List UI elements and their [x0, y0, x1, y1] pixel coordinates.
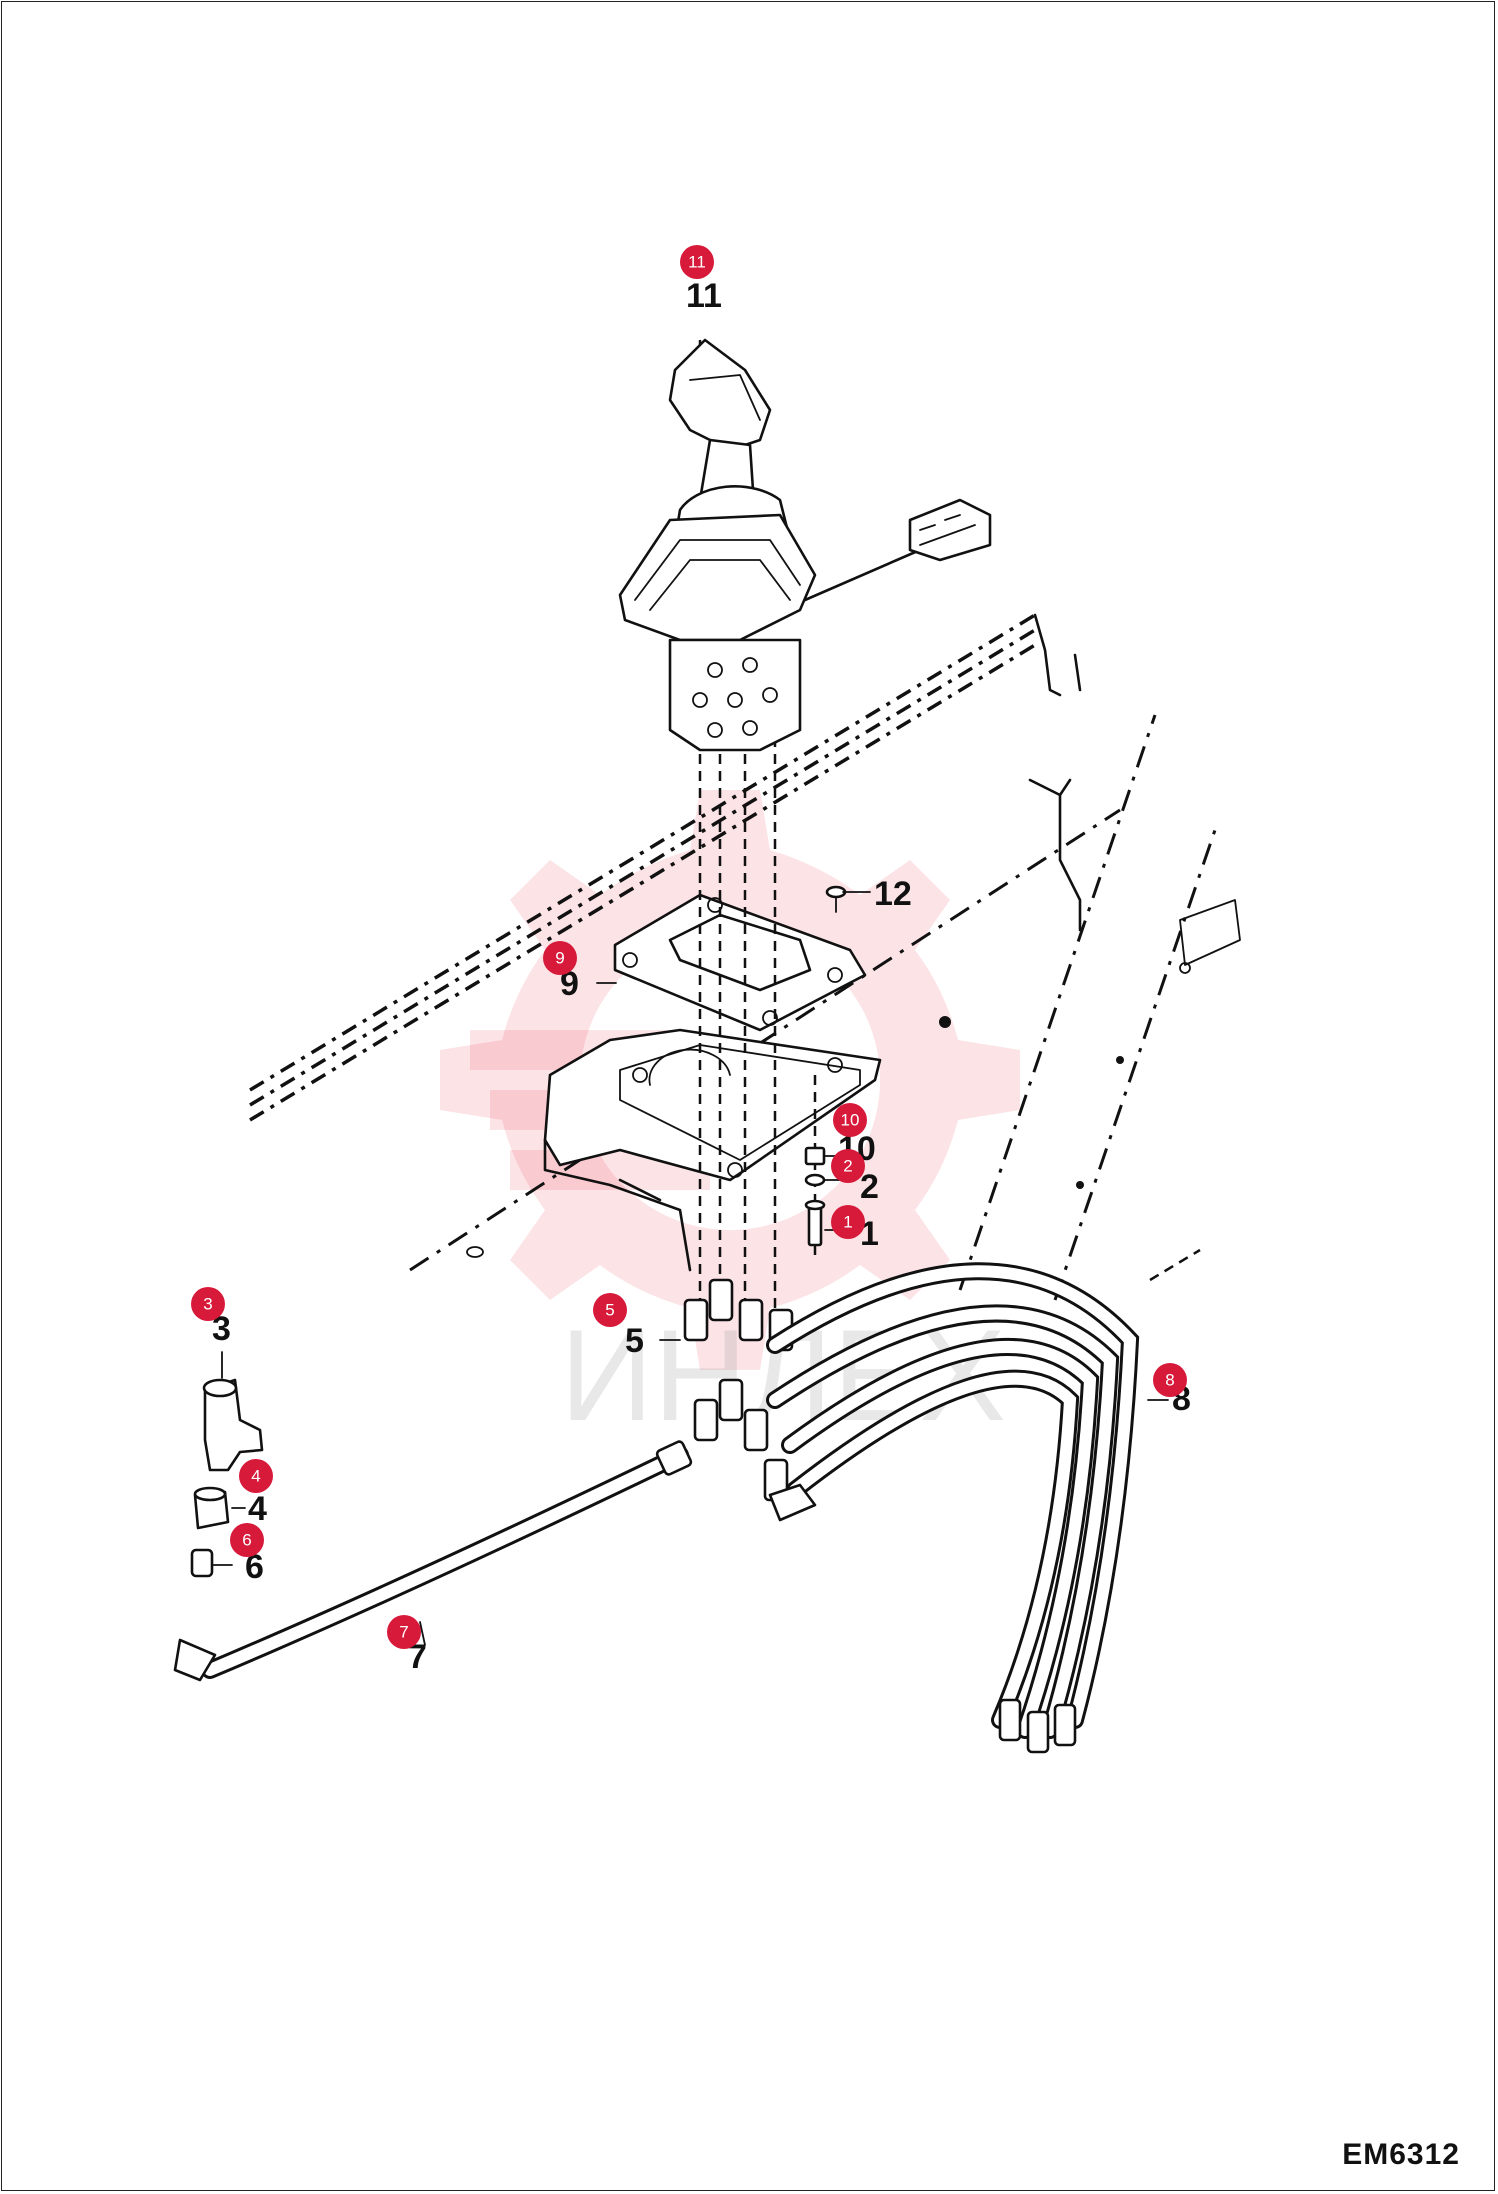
bolt-stack — [804, 1075, 826, 1260]
svg-text:3: 3 — [203, 1295, 212, 1314]
callout-11[interactable]: 11 — [680, 245, 714, 279]
callout-4[interactable]: 4 — [239, 1459, 273, 1493]
tee-fitting-3 — [202, 1378, 264, 1472]
cab-frame-outline — [249, 613, 1241, 1301]
callout-10[interactable]: 10 — [833, 1103, 867, 1137]
hose-7 — [173, 1440, 693, 1682]
svg-text:5: 5 — [605, 1301, 614, 1320]
part-label-3: 3 — [212, 1310, 231, 1348]
svg-text:11: 11 — [688, 253, 706, 272]
drawing-code: EM6312 — [1342, 2138, 1460, 2171]
svg-text:6: 6 — [242, 1531, 251, 1550]
svg-text:8: 8 — [1165, 1371, 1174, 1390]
svg-text:7: 7 — [399, 1623, 408, 1642]
nut-4 — [193, 1486, 230, 1530]
part-label-2: 2 — [860, 1168, 879, 1206]
part-label-11: 11 — [686, 277, 722, 315]
callout-8[interactable]: 8 — [1153, 1363, 1187, 1397]
part-label-12: 12 — [874, 875, 912, 913]
svg-text:1: 1 — [843, 1213, 852, 1232]
callout-7[interactable]: 7 — [387, 1615, 421, 1649]
part-label-9: 9 — [560, 965, 579, 1003]
joystick-11 — [618, 338, 992, 752]
fitting-cluster-5 — [683, 1278, 794, 1502]
leader-lines — [211, 891, 1169, 1646]
svg-text:9: 9 — [555, 949, 564, 968]
part-label-7: 7 — [408, 1638, 427, 1676]
callout-9[interactable]: 9 — [543, 941, 577, 975]
part-label-6: 6 — [245, 1548, 264, 1586]
callout-2[interactable]: 2 — [831, 1149, 865, 1183]
callout-6[interactable]: 6 — [230, 1523, 264, 1557]
part-label-4: 4 — [248, 1490, 267, 1528]
part-label-5: 5 — [625, 1322, 644, 1360]
hose-bundle-8 — [766, 1262, 1140, 1754]
callout-5[interactable]: 5 — [593, 1293, 627, 1327]
callout-1[interactable]: 1 — [831, 1205, 865, 1239]
fitting-6 — [190, 1548, 214, 1578]
svg-text:10: 10 — [841, 1111, 860, 1130]
svg-text:4: 4 — [251, 1467, 260, 1486]
callout-markers[interactable]: 11 9 10 2 1 5 3 4 6 7 8 — [191, 245, 1187, 1649]
callout-3[interactable]: 3 — [191, 1287, 225, 1321]
svg-text:2: 2 — [843, 1157, 852, 1176]
